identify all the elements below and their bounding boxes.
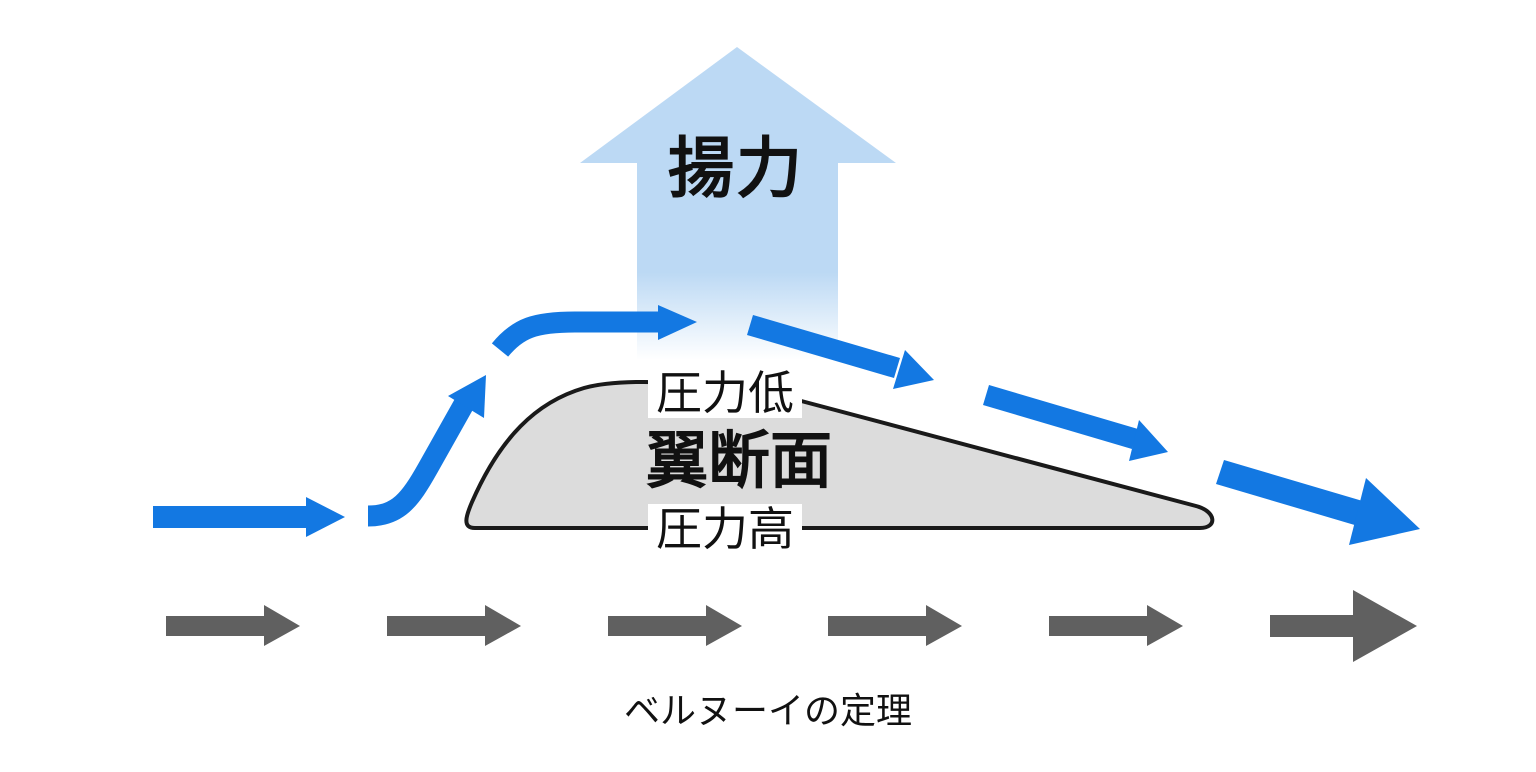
flow-arrow-blue-1-head <box>306 497 345 537</box>
flow-arrow-gray-1 <box>166 605 300 646</box>
flow-arrow-blue-4 <box>747 315 900 378</box>
flow-arrow-blue-3-head <box>658 305 697 340</box>
flow-arrow-blue-2 <box>367 398 474 527</box>
flow-arrow-gray-2 <box>387 605 521 646</box>
flow-arrow-blue-1 <box>153 506 313 528</box>
flow-arrow-blue-3 <box>491 311 665 357</box>
flow-arrow-blue-6-head <box>1349 478 1420 545</box>
flow-arrow-gray-6 <box>1270 590 1417 662</box>
pressure-high-label: 圧力高 <box>648 504 802 554</box>
flow-arrow-blue-5-head <box>1129 420 1168 461</box>
caption: ベルヌーイの定理 <box>623 691 912 732</box>
flow-arrow-gray-4 <box>828 605 962 646</box>
lift-arrow <box>580 47 896 360</box>
flow-arrow-gray-5 <box>1049 605 1183 646</box>
airflow-lower <box>166 590 1417 662</box>
wing-label: 翼断面 <box>646 424 833 497</box>
lift-label: 揚力 <box>668 130 804 207</box>
flow-arrow-blue-6 <box>1216 460 1366 526</box>
flow-arrow-gray-3 <box>608 605 742 646</box>
airflow-upper <box>153 305 1420 545</box>
pressure-low-label: 圧力低 <box>648 368 802 418</box>
flow-arrow-blue-5 <box>983 385 1138 449</box>
flow-arrow-blue-2-head <box>448 375 486 418</box>
flow-arrow-blue-4-head <box>893 350 934 389</box>
wing-cross-section <box>464 380 1215 530</box>
